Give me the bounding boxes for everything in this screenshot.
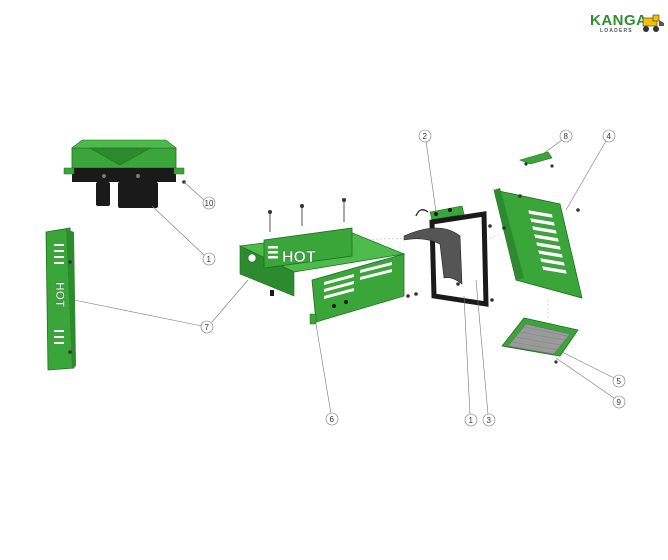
part-6-heat-shield: HOT: [238, 198, 418, 325]
logo-brand-text: KANGA: [590, 12, 648, 29]
kanga-logo: KANGA LOADERS: [584, 12, 664, 40]
callout-2: 2: [423, 132, 428, 141]
callout-8: 8: [564, 132, 569, 141]
panel-hot-text: HOT: [53, 282, 67, 308]
part-8-small-bracket: [519, 151, 554, 168]
logo-sub-text: LOADERS: [600, 28, 633, 34]
callout-1-top: 1: [207, 255, 212, 264]
assembly-guides: [351, 233, 549, 320]
callout-6: 6: [330, 415, 335, 424]
callout-5: 5: [617, 377, 622, 386]
callout-3: 3: [487, 416, 492, 425]
part-4-grille: [493, 188, 583, 299]
callout-4: 4: [607, 132, 612, 141]
part-3-frame: [403, 211, 494, 307]
callout-9: 9: [617, 398, 622, 407]
part-2-bracket: [415, 205, 465, 221]
part-1-assembly: [63, 139, 186, 208]
callout-1-bottom: 1: [469, 416, 474, 425]
callouts: 10 1 7 6 2 1 3 8 4 5: [73, 129, 626, 427]
part-7-side-panel: HOT: [45, 227, 76, 371]
part-5-mesh-tray: [501, 317, 579, 364]
loader-icon: [642, 14, 664, 32]
box-hot-text: HOT: [282, 249, 316, 266]
callout-10: 10: [205, 199, 214, 208]
callout-7: 7: [205, 323, 210, 332]
